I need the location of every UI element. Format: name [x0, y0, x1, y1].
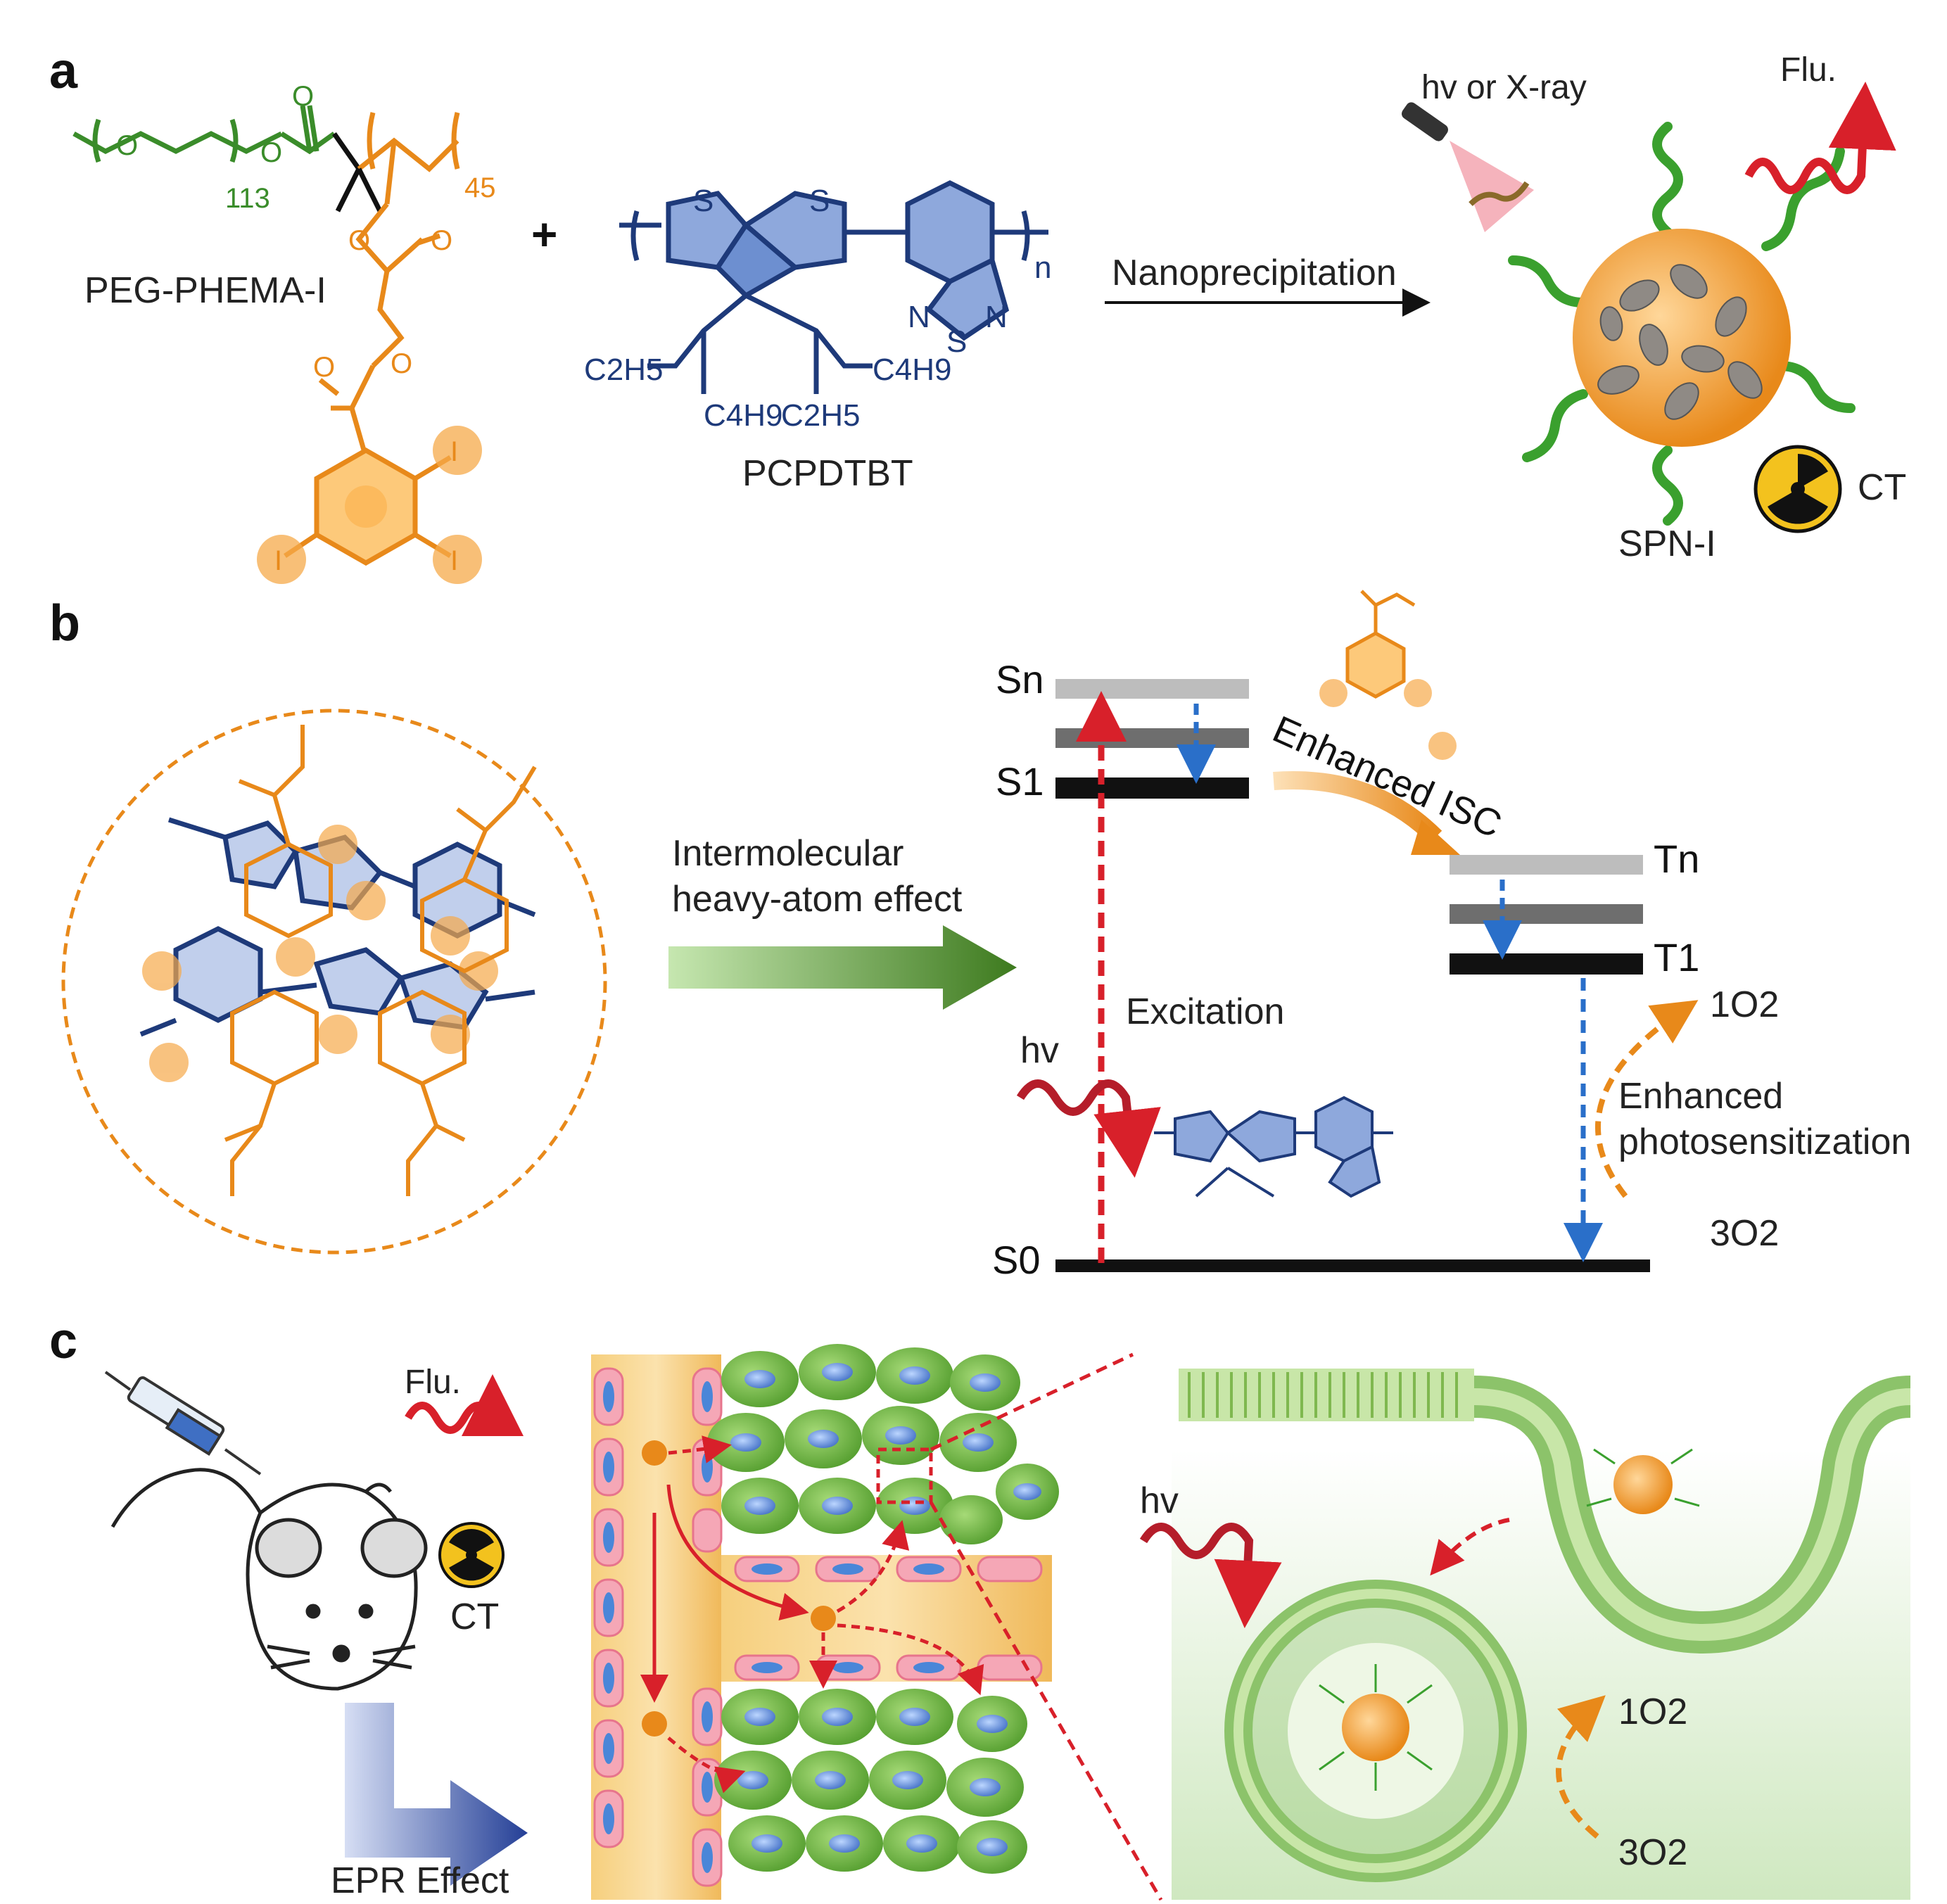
- pcpdtbt-mini-structure: [1154, 1096, 1393, 1198]
- zoom-line-bottom: [929, 1501, 1163, 1901]
- peg-oxygen-1: O: [116, 130, 138, 161]
- endocytosis-arrow: [1430, 1518, 1510, 1576]
- heavy-atom-aggregate: [61, 709, 607, 1255]
- photosensitization-line1: Enhanced: [1618, 1076, 1783, 1117]
- photosensitization-arrow-c: [1556, 1695, 1606, 1839]
- side-chain-c2h5-b: C2H5: [781, 398, 861, 433]
- level-sn-bar: [1055, 679, 1249, 699]
- heavy-atom-effect-arrow: [668, 925, 1017, 1010]
- benzoate-ester-oxygen: O: [391, 348, 412, 379]
- iodobenzoate-icon: [1319, 590, 1457, 760]
- light-squiggle-b: [1016, 1079, 1161, 1178]
- iodine-atom-1: I: [450, 436, 458, 467]
- isc-arrowhead: [1411, 820, 1460, 855]
- photosensitization-line2: photosensitization: [1618, 1122, 1911, 1162]
- fluorescence-emission-icon: [1744, 82, 1896, 194]
- s1-label: S1: [996, 759, 1044, 804]
- mouse-icon: [110, 1468, 428, 1691]
- sn-label: Sn: [996, 657, 1044, 702]
- endosome: [1224, 1580, 1527, 1882]
- ct-label-c: CT: [450, 1597, 499, 1637]
- plus-sign: +: [531, 209, 557, 260]
- nanoparticle-paths: [640, 1435, 984, 1794]
- epr-effect-label: EPR Effect: [331, 1860, 509, 1901]
- level-t-mid-bar: [1450, 904, 1643, 924]
- excitation-source-label: hv or X-ray: [1421, 69, 1587, 106]
- t1-label: T1: [1654, 935, 1699, 979]
- peg-carbonyl-oxygen: O: [292, 81, 314, 112]
- epr-arrow: [345, 1703, 528, 1886]
- peg-phema-i-label: PEG-PHEMA-I: [84, 270, 326, 311]
- btd-n-2: N: [985, 300, 1008, 334]
- btd-n-1: N: [908, 300, 930, 334]
- zoom-box: [876, 1447, 933, 1504]
- peg-chain: [72, 105, 336, 163]
- phema-backbone: [318, 112, 460, 458]
- zoom-line-top: [930, 1352, 1134, 1452]
- side-chain-c4h9-a: C4H9: [704, 398, 783, 433]
- singlet-oxygen-label-b: 1O2: [1710, 984, 1779, 1025]
- photosensitization-arrow: [1594, 1000, 1699, 1198]
- spn-i-label: SPN-I: [1618, 523, 1716, 564]
- hv-label-c: hv: [1140, 1480, 1179, 1521]
- fluorescence-emission-icon-c: [405, 1374, 524, 1436]
- level-t1-bar: [1450, 953, 1643, 975]
- tn-label: Tn: [1654, 837, 1699, 881]
- level-s-mid-bar: [1055, 728, 1249, 748]
- radiation-icon: [1753, 445, 1842, 533]
- nanoprecipitation-label: Nanoprecipitation: [1112, 253, 1397, 293]
- excitation-label: Excitation: [1126, 991, 1284, 1032]
- panel-a-label: a: [49, 43, 78, 99]
- nanoparticle-markers: [642, 1440, 836, 1737]
- side-chain-c2h5-a: C2H5: [584, 353, 664, 387]
- btd-s: S: [946, 324, 967, 359]
- panel-b-label: b: [49, 595, 80, 652]
- level-s0-bar: [1055, 1259, 1650, 1272]
- iodine-atom-2: I: [274, 545, 282, 576]
- heavy-atom-effect-label: heavy-atom effect: [672, 879, 963, 920]
- thiophene-s-1: S: [693, 184, 714, 218]
- peg-oxygen-2: O: [260, 137, 282, 168]
- iodine-atom-3: I: [450, 545, 458, 576]
- level-s1-bar: [1055, 778, 1249, 799]
- spn-i-particle: [1508, 122, 1856, 526]
- triiodobenzene-ring: [257, 426, 482, 584]
- phema-ester-oxygen: O: [348, 225, 370, 256]
- s0-label: S0: [992, 1238, 1041, 1282]
- level-tn-bar: [1450, 855, 1643, 875]
- intermolecular-label: Intermolecular: [672, 833, 903, 874]
- laser-source-icon: [1402, 102, 1534, 232]
- triplet-oxygen-label-c: 3O2: [1618, 1832, 1687, 1873]
- side-chain-c4h9-b: C4H9: [873, 353, 952, 387]
- panel-c-label: c: [49, 1313, 77, 1369]
- phema-carbonyl-oxygen: O: [431, 225, 452, 256]
- hv-label-b: hv: [1020, 1030, 1059, 1071]
- flu-label-c: Flu.: [405, 1364, 461, 1401]
- tumor-cells-lower: [714, 1689, 1027, 1874]
- tumor-cells-upper: [707, 1344, 1059, 1544]
- cell-membrane: [1179, 1369, 1912, 1654]
- flu-label-a: Flu.: [1780, 51, 1837, 89]
- benzoate-carbonyl-oxygen: O: [313, 352, 335, 383]
- pcpdtbt-label: PCPDTBT: [742, 453, 913, 494]
- triplet-oxygen-label-b: 3O2: [1710, 1213, 1779, 1254]
- radiation-icon-c: [438, 1522, 505, 1588]
- phema-n-count: 45: [464, 172, 496, 203]
- isc-arrow: [1273, 771, 1442, 844]
- singlet-oxygen-label-c: 1O2: [1618, 1692, 1687, 1732]
- polymer-n: n: [1034, 250, 1051, 285]
- peg-repeat-count: 113: [225, 183, 270, 214]
- pcpdtbt-structure: [619, 180, 1048, 394]
- thiophene-s-2: S: [809, 184, 830, 218]
- syringe-icon: [104, 1371, 262, 1475]
- light-squiggle-c: [1139, 1523, 1282, 1628]
- ct-label-a: CT: [1858, 467, 1906, 508]
